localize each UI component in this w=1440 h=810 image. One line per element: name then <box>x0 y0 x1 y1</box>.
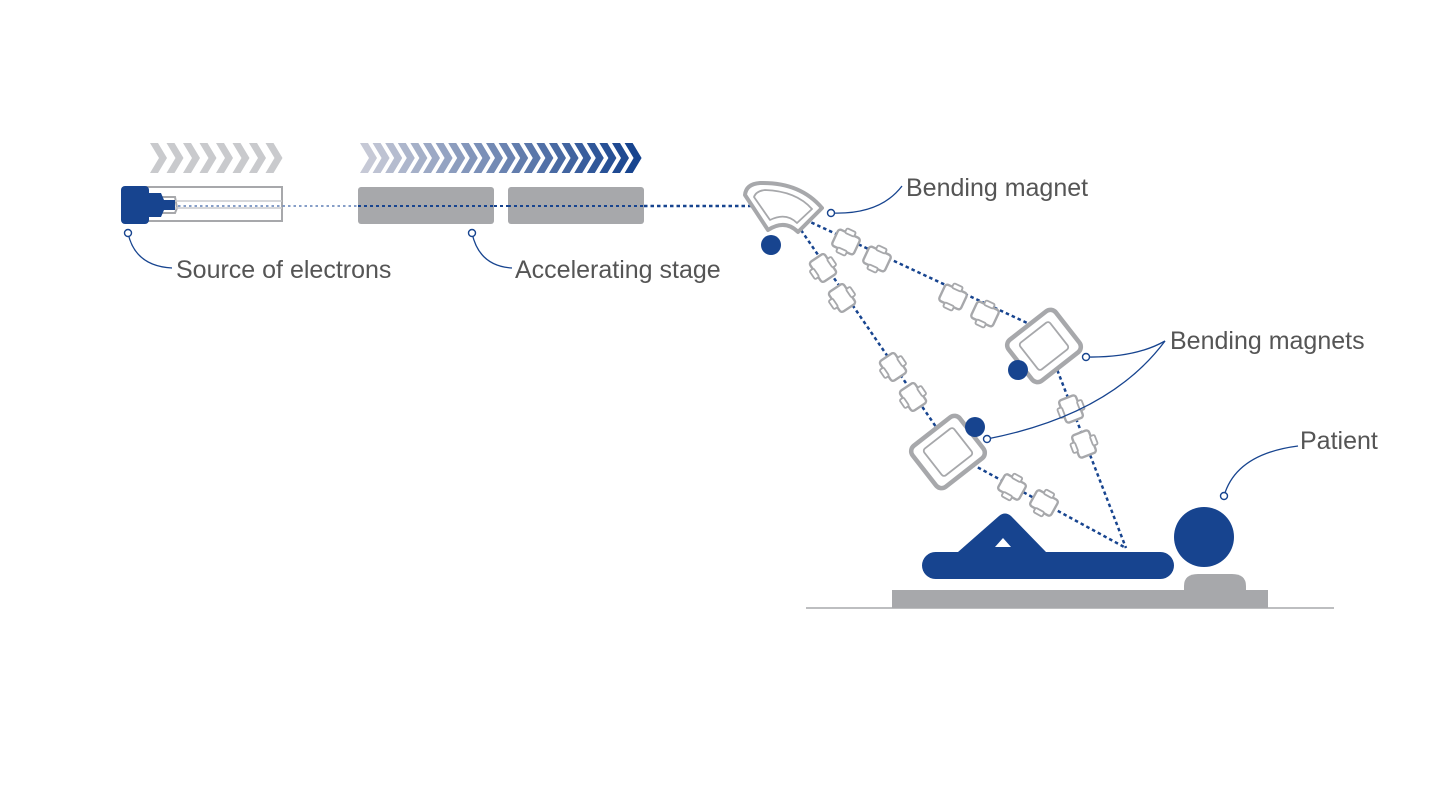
chevron-icon <box>385 143 403 173</box>
chevron-icon <box>549 143 566 173</box>
label-bending-magnet: Bending magnet <box>906 174 1088 202</box>
electron-gun-icon <box>121 186 283 224</box>
chevron-icon <box>265 143 283 173</box>
accelerating-stage <box>358 187 644 224</box>
chevron-icon <box>460 143 478 173</box>
chevron-icon <box>372 143 390 173</box>
chevron-icon <box>536 143 554 173</box>
label-accelerating-stage: Accelerating stage <box>515 256 721 284</box>
chevron-icon <box>586 143 604 173</box>
chevron-icon <box>360 143 377 173</box>
leader-dots <box>123 208 1229 501</box>
chevron-icon <box>410 143 428 173</box>
chevron-icon <box>183 143 200 173</box>
chevron-icon <box>423 143 440 173</box>
label-patient: Patient <box>1300 427 1378 455</box>
chevron-icon <box>232 143 250 173</box>
chevron-icon <box>199 143 217 173</box>
bending-magnet-top <box>743 180 824 255</box>
chevron-icon <box>150 143 167 173</box>
treatment-table <box>806 574 1334 609</box>
chevron-icon <box>523 143 541 173</box>
chevron-icon <box>473 143 491 173</box>
chevron-icon <box>216 143 233 173</box>
chevron-icon <box>435 143 453 173</box>
chevron-icon <box>574 143 592 173</box>
chevron-icon <box>166 143 184 173</box>
chevron-icon <box>498 143 516 173</box>
chevron-icon <box>599 143 617 173</box>
label-source-of-electrons: Source of electrons <box>176 256 391 284</box>
chevron-icon <box>511 143 529 173</box>
chevron-icon <box>561 143 579 173</box>
accelerating-chevrons <box>360 143 642 173</box>
chevron-icon <box>249 143 266 173</box>
chevron-icon <box>448 143 466 173</box>
leader-lines <box>127 185 1299 497</box>
chevron-icon <box>612 143 629 173</box>
chevron-icon <box>624 143 642 173</box>
chevron-icon <box>397 143 415 173</box>
source-chevrons <box>150 143 283 173</box>
label-bending-magnets: Bending magnets <box>1170 327 1365 355</box>
bending-magnet-right <box>1004 307 1084 385</box>
chevron-icon <box>486 143 503 173</box>
patient-icon <box>922 507 1234 579</box>
bending-magnet-left <box>908 413 988 491</box>
